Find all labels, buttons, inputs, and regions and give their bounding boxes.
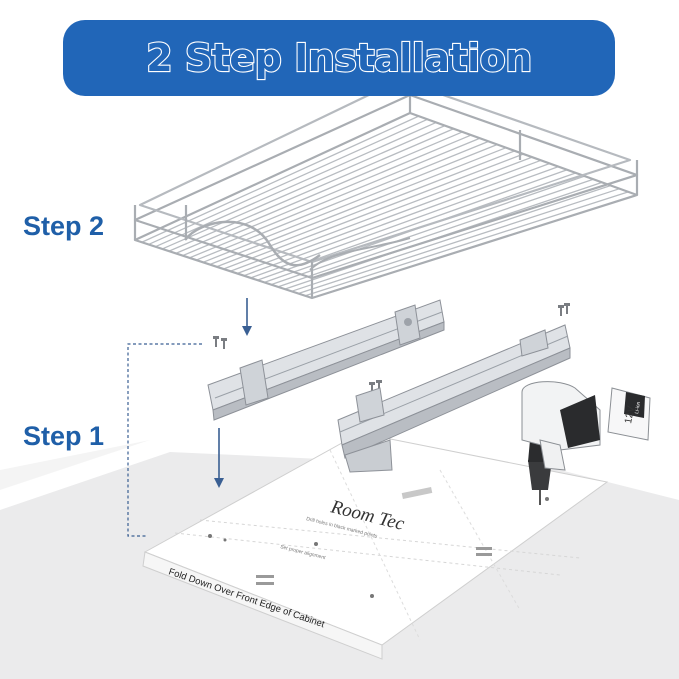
wire-basket — [133, 78, 639, 300]
basket-wire — [236, 159, 542, 275]
basket-wire — [182, 134, 472, 257]
basket-wire — [223, 153, 524, 270]
slide-rail-upper — [207, 299, 445, 421]
installation-guides — [127, 298, 252, 537]
drill-battery-type-label: Li-ion — [634, 401, 642, 414]
step-2-label: Step 2 — [23, 211, 105, 241]
basket-wire — [196, 140, 489, 261]
title-banner: 2 Step Installation — [63, 20, 615, 96]
basket-wire — [277, 178, 594, 288]
basket-wire — [304, 191, 629, 297]
drill-icon: 12V Li-ion — [521, 381, 651, 505]
basket-wire — [243, 162, 550, 277]
basket-wire — [298, 188, 620, 295]
basket-wire — [202, 143, 498, 263]
basket-wire — [168, 128, 454, 252]
drill-voltage-label: 12V — [623, 405, 637, 425]
basket-wire — [291, 184, 612, 292]
basket-wire — [250, 166, 559, 279]
page-title: 2 Step Installation — [145, 35, 533, 81]
step-1-label: Step 1 — [23, 421, 105, 451]
basket-wire — [141, 115, 420, 243]
basket-wire — [175, 131, 463, 254]
basket-wire — [216, 150, 516, 268]
screw-icons — [213, 303, 570, 393]
slide-rail-lower — [337, 324, 571, 473]
basket-wire — [189, 137, 481, 259]
basket-wire — [155, 121, 437, 248]
basket-wire — [270, 175, 585, 286]
